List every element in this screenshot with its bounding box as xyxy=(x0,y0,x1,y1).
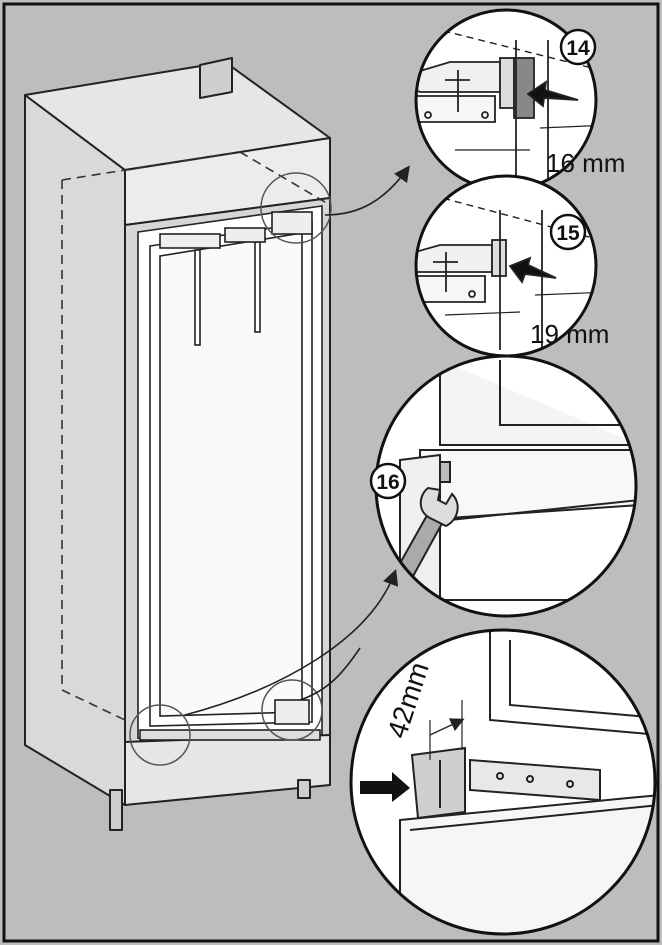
appliance xyxy=(137,205,323,741)
connector-bracket xyxy=(299,647,361,701)
bracket-icon xyxy=(410,746,601,820)
detail-42mm: 42mm xyxy=(349,628,657,936)
detail-marker-top xyxy=(260,172,332,244)
arrow-right-icon-15 xyxy=(508,256,557,284)
step-14-measurement: 16 mm xyxy=(546,148,625,178)
cabinet-side-panel xyxy=(24,94,126,806)
step-14-badge xyxy=(559,28,597,66)
door-strip-left xyxy=(194,249,201,346)
step-15-badge xyxy=(549,213,587,251)
top-fitting-mid xyxy=(224,227,266,243)
detail-14: 14 16 mm xyxy=(414,8,625,192)
bottom-fitting xyxy=(274,699,310,725)
step-14-number: 14 xyxy=(566,37,590,60)
appliance-door-inner xyxy=(159,232,303,717)
bottom-rail xyxy=(139,729,321,741)
detail-marker-bottom-right xyxy=(261,679,323,741)
step-15-measurement: 19 mm xyxy=(530,319,609,349)
step-16-badge xyxy=(369,462,407,500)
hidden-outline xyxy=(61,180,126,721)
arrow-right-icon xyxy=(526,80,579,108)
detail-42mm-circle-border xyxy=(349,628,657,936)
cabinet-leg-front xyxy=(109,789,123,831)
step-15-number: 15 xyxy=(556,222,580,245)
connector-wrench xyxy=(184,568,399,716)
detail-marker-bottom-left xyxy=(129,704,191,766)
hidden-outline-top xyxy=(61,151,331,206)
top-fitting-left xyxy=(159,233,221,249)
arrow-right-icon-42 xyxy=(360,772,410,802)
connector-top xyxy=(324,165,410,216)
cabinet-back-upright xyxy=(199,57,233,99)
cabinet-leg-back xyxy=(297,779,311,799)
door-strip-right xyxy=(254,241,261,333)
detail-16: 16 xyxy=(369,354,638,618)
step-16-number: 16 xyxy=(376,471,399,494)
top-fitting-right xyxy=(271,211,313,235)
